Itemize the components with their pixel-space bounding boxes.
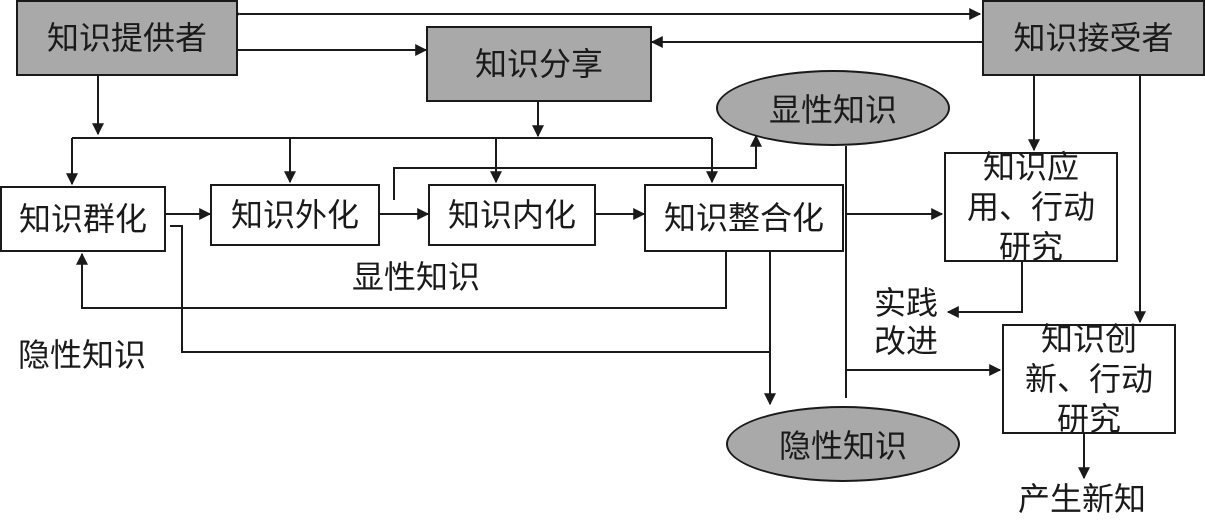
node-sharing: 知识分享: [426, 26, 652, 102]
label-explicit-knowledge: 显性知识: [352, 258, 481, 296]
edge-combination-socialization: [76, 252, 727, 309]
node-socialization: 知识群化: [0, 186, 166, 252]
edge-externalization-explicit: [393, 134, 762, 200]
node-innovation: 知识创新、行动研究: [1002, 320, 1176, 438]
node-externalization: 知识外化: [210, 184, 380, 246]
label-new-knowledge: 产生新知: [1018, 480, 1147, 518]
node-combination: 知识整合化: [644, 184, 844, 252]
node-internalization: 知识内化: [428, 184, 596, 246]
edge-socialization-tacit: [170, 225, 770, 353]
edge-application-practice: [946, 262, 1023, 318]
node-tacit-knowledge: 隐性知识: [726, 406, 960, 482]
label-tacit-knowledge: 隐性知识: [18, 336, 147, 374]
node-explicit-knowledge: 显性知识: [716, 70, 950, 146]
node-receiver: 知识接受者: [982, 0, 1205, 76]
label-practice-improvement: 实践改进: [874, 284, 939, 361]
node-provider: 知识提供者: [16, 0, 238, 76]
node-application: 知识应用、行动研究: [944, 148, 1118, 266]
